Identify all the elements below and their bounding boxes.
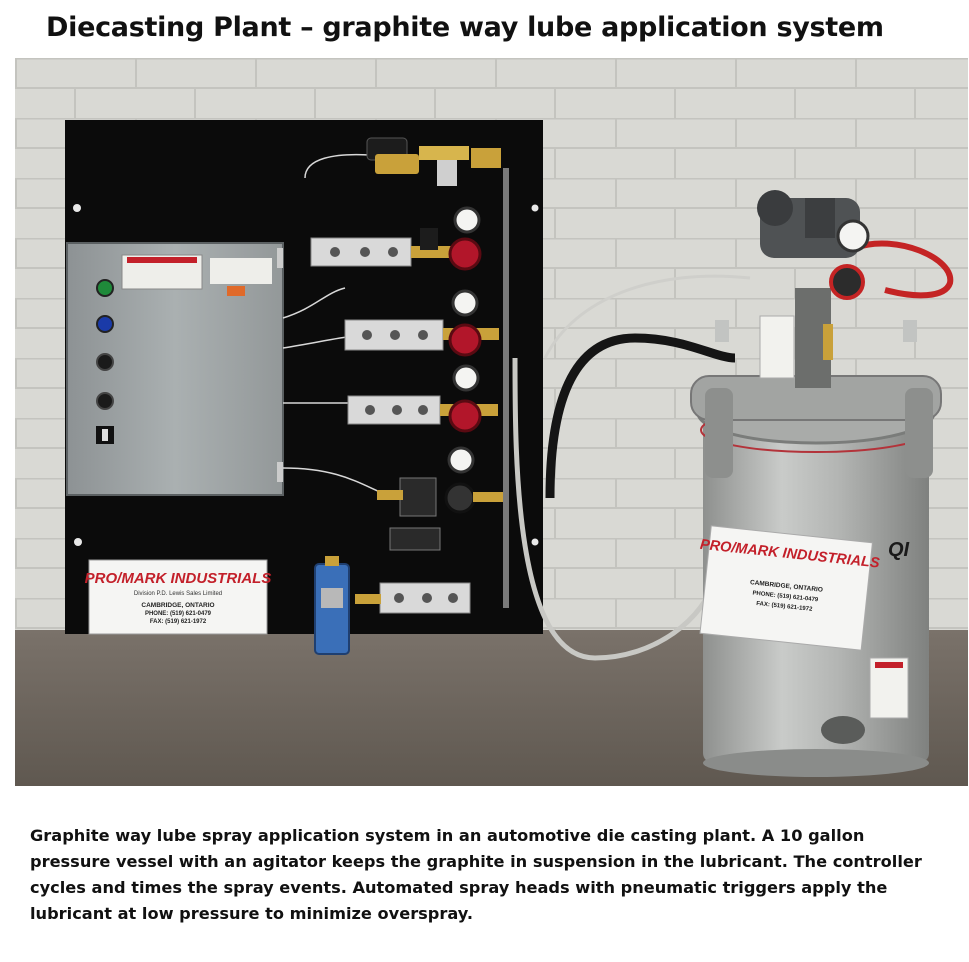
pressure-gauge xyxy=(453,206,481,234)
board-label-division: Division P.D. Lewis Sales Limited xyxy=(134,591,222,597)
board-label-company: PRO/MARK INDUSTRIALS xyxy=(85,570,272,587)
black-push-button xyxy=(96,353,114,371)
red-air-hose xyxy=(853,240,954,299)
pneumatic-actuator xyxy=(314,556,350,655)
supply-pipe xyxy=(503,168,509,608)
tank-brand: QI xyxy=(888,539,910,561)
equipment-photo: PRO/MARK INDUSTRIALS Division P.D. Lewis… xyxy=(15,58,968,786)
tank-company-label: PRO/MARK INDUSTRIALS CAMBRIDGE, ONTARIO … xyxy=(699,525,881,651)
bottom-spray-station xyxy=(355,582,471,614)
pressure-gauge xyxy=(451,289,479,317)
board-screw xyxy=(74,538,82,546)
board-label-fax: FAX: (519) 621-1972 xyxy=(150,619,207,625)
spray-station xyxy=(344,289,499,357)
board-screw xyxy=(531,204,539,212)
green-indicator-light xyxy=(96,279,114,297)
pressure-gauge xyxy=(447,446,475,474)
solenoid-valve xyxy=(366,137,501,186)
tank-pressure-gauge xyxy=(836,219,870,253)
pressure-regulator xyxy=(444,482,476,514)
spray-station xyxy=(347,364,498,433)
spray-station xyxy=(310,206,482,271)
photo-caption: Graphite way lube spray application syst… xyxy=(30,826,922,923)
fluid-hose xyxy=(512,357,718,661)
spray-station xyxy=(377,446,503,551)
board-label-city: CAMBRIDGE, ONTARIO xyxy=(141,602,214,609)
board-label-phone: PHONE: (519) 621-0479 xyxy=(145,611,212,617)
page-title: Diecasting Plant – graphite way lube app… xyxy=(46,12,884,43)
controller-box xyxy=(66,242,284,496)
pressure-regulator xyxy=(448,237,482,271)
black-push-button xyxy=(96,392,114,410)
blue-indicator-light xyxy=(96,315,114,333)
tank-label-fax: FAX: (519) 621-1972 xyxy=(756,601,813,613)
agitator-assembly xyxy=(715,190,917,388)
pressure-regulator xyxy=(448,399,482,433)
air-line xyxy=(543,274,751,359)
black-fluid-hose xyxy=(545,333,736,499)
board-screw xyxy=(531,538,539,546)
pressure-gauge xyxy=(452,364,480,392)
tank-drain-port xyxy=(821,716,865,744)
pressure-regulator xyxy=(448,323,482,357)
board-company-label: PRO/MARK INDUSTRIALS Division P.D. Lewis… xyxy=(85,559,272,635)
tank-regulator xyxy=(829,264,865,300)
board-screw xyxy=(73,204,81,212)
